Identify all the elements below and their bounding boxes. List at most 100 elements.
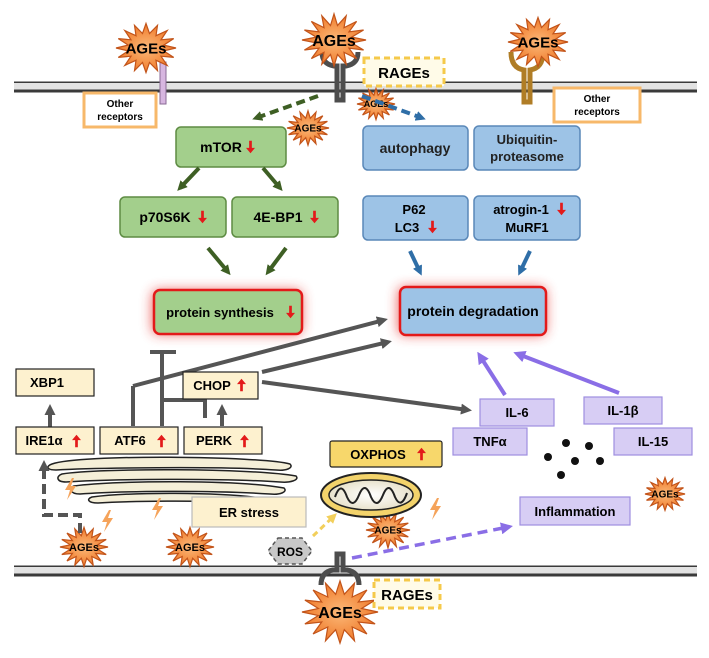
svg-text:ROS: ROS [277,545,303,559]
svg-text:RAGEs: RAGEs [378,65,430,82]
other-receptors-label-left: Other receptors [82,91,158,129]
arrow-p70s6k-to-synthesis [206,246,231,276]
ages-label: AGEs [69,542,99,554]
il15-box: IL-15 [613,427,693,456]
tnfa-box: TNFα [452,427,528,456]
svg-text:receptors: receptors [97,112,143,123]
svg-text:protein synthesis: protein synthesis [166,305,274,320]
cytokine-dots [544,439,604,479]
svg-text:atrogin-1: atrogin-1 [493,202,549,217]
svg-text:proteasome: proteasome [490,149,564,164]
ubiquitin-proteasome-box: Ubiquitin- proteasome [473,125,581,171]
ages-label: AGEs [318,605,362,622]
oxphos-box: OXPHOS [329,440,443,468]
rage-receptor-top [319,51,361,103]
arrow-rage-to-mtor [252,94,319,121]
mitochondrion-icon [320,472,422,518]
ages-star-icon: AGEs [644,475,686,513]
rages-label-bottom: RAGEs [372,578,442,610]
svg-text:P62: P62 [402,202,425,217]
rage-receptor-bottom [318,551,362,586]
rages-label-top: RAGEs [362,56,446,88]
p62-lc3-box: P62 LC3 [362,195,469,241]
svg-text:XBP1: XBP1 [30,375,64,390]
arrow-atrogin-to-degradation [518,250,532,276]
ages-star-icon: AGEs [59,525,109,569]
protein-degradation-box: protein degradation [398,285,548,337]
er-stress-box: ER stress [191,496,307,528]
ages-label: AGEs [651,490,679,501]
ages-label: AGEs [175,542,205,554]
arrow-mtor-to-p70s6k [177,166,201,191]
ages-label: AGEs [518,34,559,51]
ages-star-icon: AGEs [165,525,215,569]
svg-text:IL-6: IL-6 [505,405,528,420]
ages-star-icon: AGEs [365,509,411,551]
svg-text:ATF6: ATF6 [114,433,146,448]
ire1a-box: IRE1α [15,426,95,455]
arrow-chop-to-il6 [261,380,472,415]
ages-star-icon: AGEs [507,15,569,69]
svg-text:IRE1α: IRE1α [26,433,63,448]
other-receptor-left [159,61,167,105]
ages-star-icon: AGEs [301,11,367,69]
mtor-box: mTOR [175,126,287,168]
svg-text:mTOR: mTOR [200,139,242,155]
svg-text:Other: Other [584,94,611,105]
svg-text:protein degradation: protein degradation [407,303,538,319]
arrow-il6-to-degradation [477,351,507,397]
svg-text:TNFα: TNFα [473,434,506,449]
other-receptor-right [508,51,546,105]
svg-text:autophagy: autophagy [380,140,451,156]
arrow-4ebp1-to-synthesis [265,246,288,276]
svg-text:OXPHOS: OXPHOS [350,447,406,462]
ages-star-icon: AGEs [115,21,177,75]
endoplasmic-reticulum [47,456,298,504]
arrow-rage-to-autophagy [361,94,426,121]
svg-text:MuRF1: MuRF1 [505,220,548,235]
svg-text:CHOP: CHOP [193,378,231,393]
4ebp1-box: 4E-BP1 [231,196,339,238]
il6-box: IL-6 [479,398,555,427]
svg-text:Other: Other [107,99,134,110]
svg-text:Ubiquitin-: Ubiquitin- [497,132,558,147]
protein-synthesis-box: protein synthesis [152,288,304,336]
lightning-icon [102,510,113,532]
svg-text:IL-1β: IL-1β [607,403,638,418]
inflammation-box: Inflammation [519,496,631,526]
svg-text:RAGEs: RAGEs [381,587,433,604]
atf6-box: ATF6 [99,426,179,455]
ages-star-icon: AGEs [301,578,379,646]
svg-text:p70S6K: p70S6K [139,209,190,225]
lightning-icon [430,498,441,520]
chop-box: CHOP [182,371,259,400]
autophagy-box: autophagy [362,125,469,171]
svg-text:ER stress: ER stress [219,505,279,520]
svg-text:LC3: LC3 [395,220,420,235]
inhibition-to-synthesis [150,350,207,426]
svg-text:4E-BP1: 4E-BP1 [253,209,302,225]
arrow-ages-to-ire1a [38,460,82,533]
svg-text:PERK: PERK [196,433,233,448]
arrow-mtor-to-4ebp1 [261,166,283,192]
svg-text:Inflammation: Inflammation [535,504,616,519]
arrow-rage-to-inflammation [351,522,513,560]
arrow-chop-to-degradation [261,338,392,374]
ages-star-icon: AGEs [286,108,330,148]
other-receptors-label-right: Other receptors [552,86,642,124]
svg-text:receptors: receptors [574,107,620,118]
p70s6k-box: p70S6K [119,196,227,238]
arrow-atf6-path [132,316,388,388]
ages-label: AGEs [364,99,389,109]
ages-label: AGEs [374,526,402,537]
ages-label: AGEs [294,124,322,135]
ages-label: AGEs [126,40,167,57]
xbp1-box: XBP1 [15,368,95,397]
svg-text:IL-15: IL-15 [638,434,668,449]
il1b-box: IL-1β [583,396,663,425]
arrow-ros-to-mito [311,513,337,538]
arrow-il1b-to-degradation [513,350,620,395]
arrow-p62-to-degradation [408,250,422,276]
ros-badge: ROS [267,537,313,565]
atrogin-murf1-box: atrogin-1 MuRF1 [473,195,581,241]
